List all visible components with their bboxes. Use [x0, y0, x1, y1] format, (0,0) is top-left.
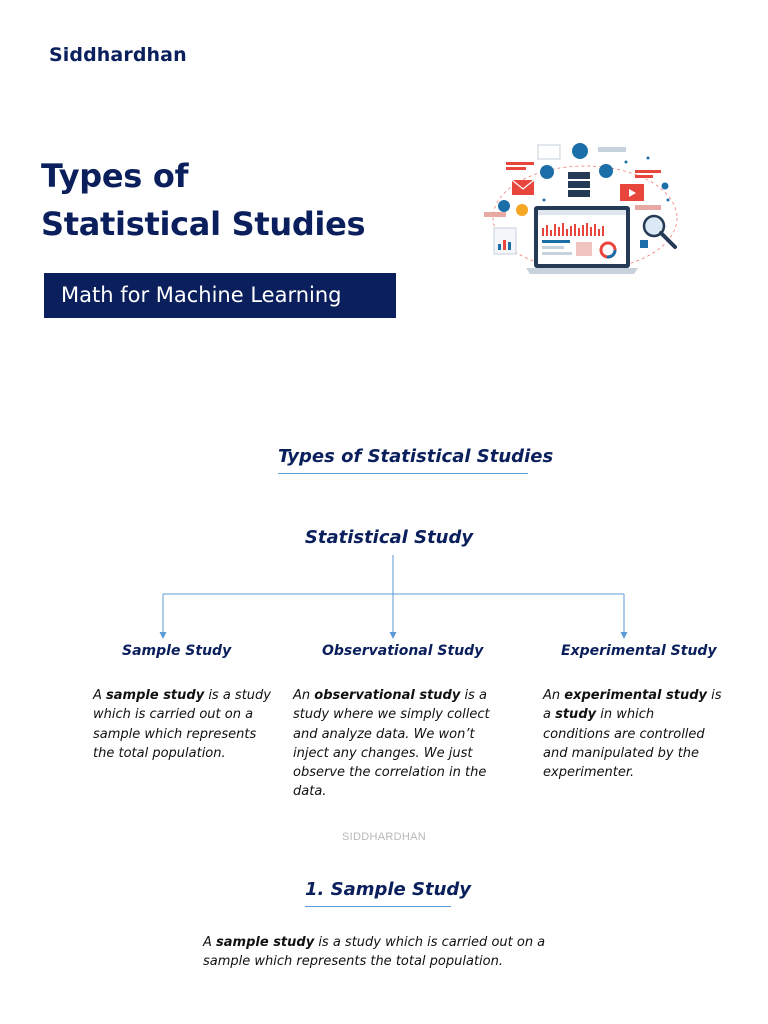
sample-study-heading: 1. Sample Study	[305, 879, 471, 907]
page-title: Types of Statistical Studies	[41, 152, 366, 248]
page-title-line-1: Types of	[41, 157, 189, 195]
column-title-sample-study: Sample Study	[122, 643, 232, 659]
page-title-line-2: Statistical Studies	[41, 205, 366, 243]
subtitle-banner: Math for Machine Learning	[44, 273, 396, 318]
column-title-observational-study: Observational Study	[322, 643, 484, 659]
sample-study-paragraph: A sample study is a study which is carri…	[203, 935, 546, 970]
column-title-experimental-study: Experimental Study	[561, 643, 717, 659]
brand-name: Siddhardhan	[49, 44, 187, 66]
sample-study-description: A sample study is a study which is carri…	[93, 688, 271, 761]
tree-root-node: Statistical Study	[304, 527, 474, 548]
data-analytics-laptop-icon	[484, 143, 678, 274]
types-section-heading: Types of Statistical Studies	[278, 446, 553, 474]
observational-study-description: An observational study is a study where …	[293, 688, 490, 800]
watermark-text: SIDDHARDHAN	[342, 831, 426, 843]
experimental-study-description: An experimental study is a study in whic…	[543, 688, 722, 781]
tree-connector-lines	[159, 555, 628, 639]
